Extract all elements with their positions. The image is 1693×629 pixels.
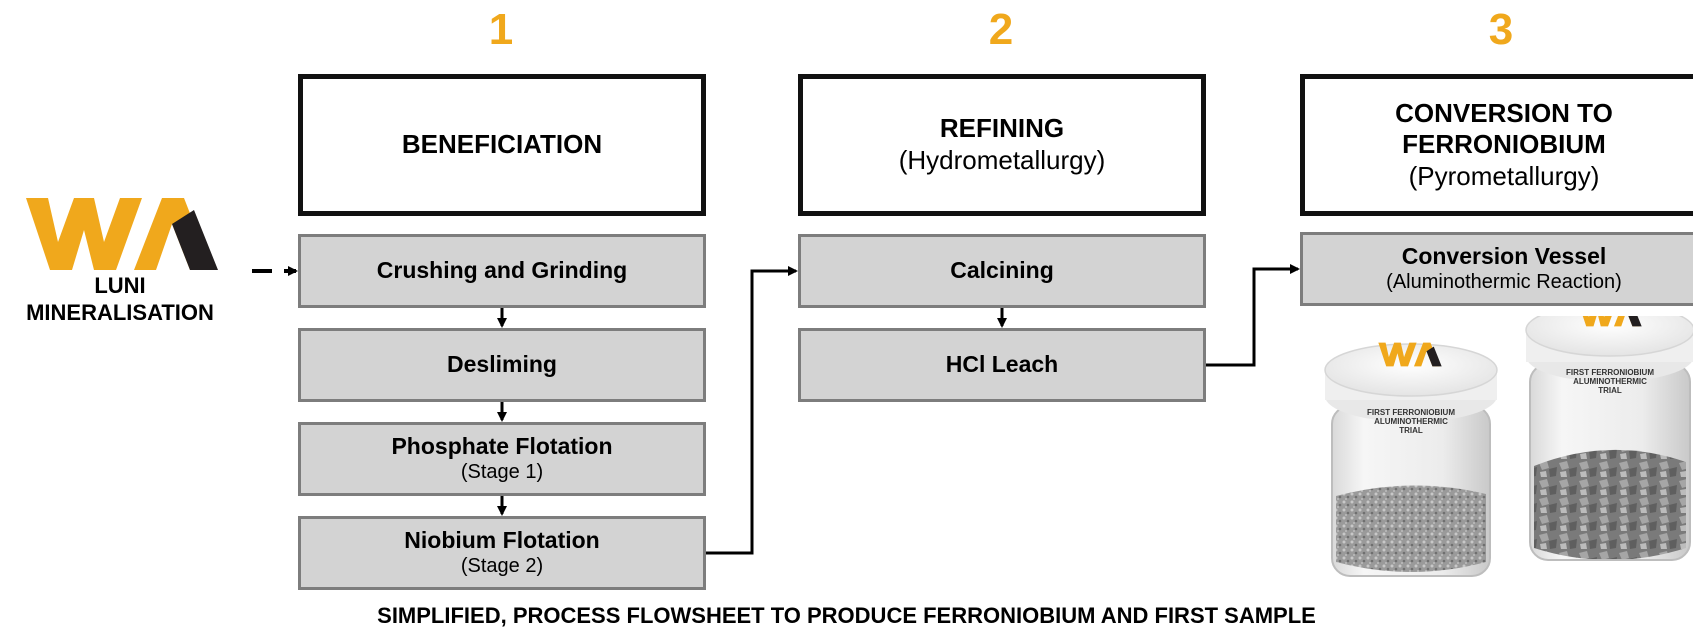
step-hcl-leach: HCl Leach bbox=[798, 328, 1206, 402]
ferroniobium-sample-jars-image bbox=[1324, 316, 1693, 577]
stage-number-3: 3 bbox=[1488, 5, 1514, 54]
step-crushing-grinding: Crushing and Grinding bbox=[298, 234, 706, 308]
step-title: HCl Leach bbox=[945, 351, 1059, 378]
stage-number-2: 2 bbox=[988, 5, 1014, 54]
step-calcining: Calcining bbox=[798, 234, 1206, 308]
stage-title: CONVERSION TO FERRONIOBIUM bbox=[1395, 97, 1613, 159]
source-label: LUNI MINERALISATION bbox=[0, 273, 240, 327]
arrow-niobium-calcining bbox=[706, 266, 798, 555]
jar-label-back: FIRST FERRONIOBIUM ALUMINOTHERMIC TRIAL bbox=[1550, 368, 1670, 396]
stage-header-conversion: CONVERSION TO FERRONIOBIUM (Pyrometallur… bbox=[1300, 74, 1693, 216]
step-desliming: Desliming bbox=[298, 328, 706, 402]
source-label-line2: MINERALISATION bbox=[26, 299, 214, 325]
arrow-hcl-conversion bbox=[1206, 264, 1300, 367]
jar-label-line1: FIRST FERRONIOBIUM bbox=[1367, 408, 1455, 417]
stage-subtitle: (Hydrometallurgy) bbox=[898, 145, 1106, 176]
step-note: (Aluminothermic Reaction) bbox=[1386, 271, 1622, 294]
wa-logo bbox=[26, 198, 218, 270]
step-title: Desliming bbox=[447, 351, 557, 378]
jar-label-line1: FIRST FERRONIOBIUM bbox=[1566, 368, 1654, 377]
jar-label-line3: TRIAL bbox=[1399, 426, 1423, 436]
step-note: (Stage 1) bbox=[460, 461, 544, 484]
stage-header-refining: REFINING (Hydrometallurgy) bbox=[798, 74, 1206, 216]
stage-title: REFINING bbox=[939, 113, 1065, 144]
step-title: Niobium Flotation bbox=[404, 526, 600, 553]
step-title: Conversion Vessel bbox=[1401, 242, 1607, 269]
step-niobium-flotation: Niobium Flotation (Stage 2) bbox=[298, 516, 706, 590]
stage-number-1: 1 bbox=[488, 5, 514, 54]
stage-title: BENEFICIATION bbox=[401, 129, 603, 160]
jar-label-line2: ALUMINOTHERMIC bbox=[1573, 377, 1647, 387]
step-note: (Stage 2) bbox=[460, 555, 544, 578]
source-label-line1: LUNI bbox=[94, 273, 146, 298]
stage-header-beneficiation: BENEFICIATION bbox=[298, 74, 706, 216]
step-conversion-vessel: Conversion Vessel (Aluminothermic Reacti… bbox=[1300, 232, 1693, 306]
jar-label-line3: TRIAL bbox=[1598, 386, 1622, 396]
step-title: Calcining bbox=[950, 257, 1054, 284]
step-phosphate-flotation: Phosphate Flotation (Stage 1) bbox=[298, 422, 706, 496]
figure-caption: SIMPLIFIED, PROCESS FLOWSHEET TO PRODUCE… bbox=[377, 603, 1316, 628]
step-title: Phosphate Flotation bbox=[391, 432, 613, 459]
jar-label-line2: ALUMINOTHERMIC bbox=[1374, 417, 1448, 427]
stage-subtitle: (Pyrometallurgy) bbox=[1408, 160, 1600, 191]
step-title: Crushing and Grinding bbox=[376, 257, 628, 284]
jar-label-front: FIRST FERRONIOBIUM ALUMINOTHERMIC TRIAL bbox=[1351, 408, 1471, 436]
